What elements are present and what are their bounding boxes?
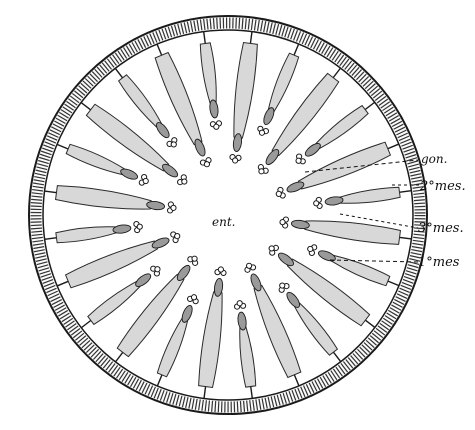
filament-tip — [182, 179, 187, 184]
filament-tip — [155, 267, 160, 272]
label-1mes: 1°mes — [418, 255, 460, 270]
filament-tip — [308, 246, 313, 251]
filament-tip — [280, 220, 285, 225]
filament-tip — [296, 158, 301, 163]
filament-tip — [233, 158, 238, 163]
filament-tip — [280, 283, 285, 288]
filament-tip — [175, 233, 180, 238]
filament-tip — [314, 201, 319, 206]
filament-tip — [143, 178, 148, 183]
filament-tip — [276, 191, 281, 196]
filament-tip — [137, 224, 142, 229]
filament-tip — [204, 162, 209, 167]
enteron-label: ent. — [212, 215, 235, 229]
label-gon: gon. — [421, 152, 447, 166]
filament-tip — [269, 246, 274, 251]
filament-tip — [191, 295, 196, 300]
filament-tip — [192, 256, 197, 261]
filament-tip — [259, 130, 264, 135]
filament-tip — [214, 124, 219, 129]
label-3mes: 3°mes. — [418, 221, 464, 236]
filament-tip — [171, 205, 176, 210]
filament-tip — [171, 142, 176, 147]
filament-tip — [218, 267, 223, 272]
filament-tip — [259, 169, 264, 174]
label-2mes: 2°mes. — [419, 179, 466, 194]
filament-tip — [246, 263, 251, 268]
filament-tip — [237, 301, 242, 306]
